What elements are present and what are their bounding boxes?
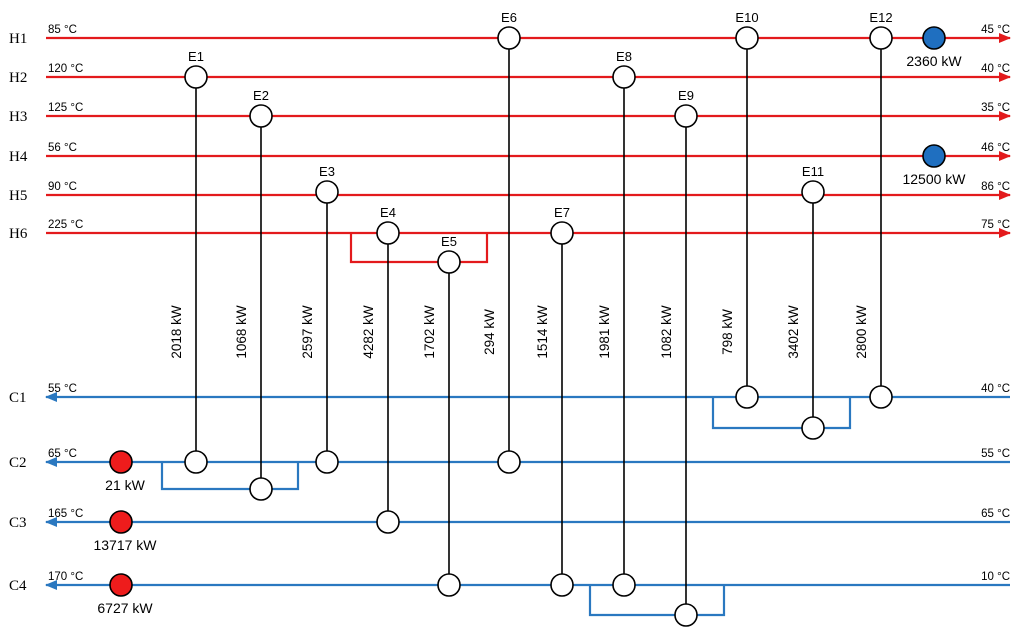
- exchanger-duty-e1: 2018 kW: [169, 305, 184, 359]
- heater-c4: [109, 573, 133, 597]
- heater-c3: [109, 510, 133, 534]
- exchanger-e2-hot-side: [249, 104, 273, 128]
- hot-outlet-temp: 46 °C: [981, 142, 1010, 154]
- utilities: [109, 26, 946, 597]
- exchanger-e1-hot-side: [184, 65, 208, 89]
- exchanger-label-e4: E4: [380, 205, 396, 220]
- stream-label-h2: H2: [9, 70, 27, 86]
- exchanger-e2-cold-side: [249, 477, 273, 501]
- split-branches: [160, 233, 852, 617]
- exchanger-e8-cold-side: [612, 573, 636, 597]
- exchanger-label-e5: E5: [441, 234, 457, 249]
- exchanger-duty-e9: 1082 kW: [659, 305, 674, 359]
- exchanger-duty-e10: 798 kW: [720, 309, 735, 355]
- exchanger-e4-cold-side: [376, 510, 400, 534]
- exchanger-e3-cold-side: [315, 450, 339, 474]
- exchanger-duty-e4: 4282 kW: [361, 305, 376, 359]
- exchanger-e5-hot-side: [437, 250, 461, 274]
- cold-inlet-temp: 40 °C: [981, 383, 1010, 395]
- hot-inlet-temp: 125 °C: [48, 102, 83, 114]
- exchanger-e8-hot-side: [612, 65, 636, 89]
- exchanger-e4-hot-side: [376, 221, 400, 245]
- hot-inlet-temp: 56 °C: [48, 142, 77, 154]
- heater-c2: [109, 450, 133, 474]
- exchanger-duty-e3: 2597 kW: [300, 305, 315, 359]
- exchangers: [184, 26, 893, 627]
- stream-label-c3: C3: [9, 515, 27, 531]
- stream-label-h1: H1: [9, 31, 27, 47]
- exchanger-e10-hot-side: [735, 26, 759, 50]
- exchanger-e12-hot-side: [869, 26, 893, 50]
- heater-duty-c2: 21 kW: [105, 477, 145, 493]
- exchanger-duty-e11: 3402 kW: [786, 305, 801, 359]
- cooler-h4: [922, 144, 946, 168]
- exchanger-e12-cold-side: [869, 385, 893, 409]
- exchanger-e7-cold-side: [550, 573, 574, 597]
- labels: H1 85 °C 45 °C H2 120 °C 40 °C H3 125 °C 35 °C H4…: [9, 10, 1010, 616]
- stream-label-h3: H3: [9, 109, 27, 125]
- exchanger-connectors: [195, 38, 882, 615]
- exchanger-e6-cold-side: [497, 450, 521, 474]
- cold-split-branch-3: [711, 397, 852, 430]
- exchanger-e1-cold-side: [184, 450, 208, 474]
- exchanger-e10-cold-side: [735, 385, 759, 409]
- cold-outlet-temp: 165 °C: [48, 508, 83, 520]
- exchanger-e3-hot-side: [315, 180, 339, 204]
- exchanger-duty-e5: 1702 kW: [422, 305, 437, 359]
- exchanger-label-e11: E11: [802, 164, 824, 179]
- hot-outlet-temp: 40 °C: [981, 63, 1010, 75]
- stream-label-h4: H4: [9, 149, 28, 165]
- exchanger-label-e8: E8: [616, 49, 632, 64]
- exchanger-duty-e8: 1981 kW: [597, 305, 612, 359]
- cold-inlet-temp: 10 °C: [981, 571, 1010, 583]
- exchanger-duty-e7: 1514 kW: [535, 305, 550, 359]
- exchanger-e11-cold-side: [801, 416, 825, 440]
- exchanger-e9-cold-side: [674, 603, 698, 627]
- hot-inlet-temp: 85 °C: [48, 24, 77, 36]
- exchanger-e6-hot-side: [497, 26, 521, 50]
- stream-label-c1: C1: [9, 390, 27, 406]
- hot-outlet-temp: 75 °C: [981, 219, 1010, 231]
- exchanger-duty-e6: 294 kW: [482, 309, 497, 355]
- cooler-duty-h1: 2360 kW: [906, 53, 962, 69]
- exchanger-label-e3: E3: [319, 164, 335, 179]
- exchanger-duty-e2: 1068 kW: [234, 305, 249, 359]
- hot-inlet-temp: 90 °C: [48, 181, 77, 193]
- exchanger-e11-hot-side: [801, 180, 825, 204]
- exchanger-label-e12: E12: [869, 10, 892, 25]
- stream-label-h6: H6: [9, 226, 28, 242]
- hot-outlet-temp: 45 °C: [981, 24, 1010, 36]
- exchanger-e5-cold-side: [437, 573, 461, 597]
- hot-split-branch-1: [349, 233, 489, 264]
- stream-label-c4: C4: [9, 578, 27, 594]
- cold-inlet-temp: 55 °C: [981, 448, 1010, 460]
- hot-outlet-temp: 35 °C: [981, 102, 1010, 114]
- exchanger-label-e10: E10: [735, 10, 758, 25]
- exchanger-e9-hot-side: [674, 104, 698, 128]
- cold-split-branch-2: [160, 462, 300, 491]
- exchanger-label-e2: E2: [253, 88, 269, 103]
- exchanger-e7-hot-side: [550, 221, 574, 245]
- hot-outlet-temp: 86 °C: [981, 181, 1010, 193]
- heater-duty-c4: 6727 kW: [97, 600, 153, 616]
- exchanger-label-e6: E6: [501, 10, 517, 25]
- cold-outlet-temp: 55 °C: [48, 383, 77, 395]
- cold-split-branch-4: [588, 585, 726, 617]
- cold-outlet-temp: 170 °C: [48, 571, 83, 583]
- exchanger-duty-e12: 2800 kW: [854, 305, 869, 359]
- exchanger-label-e1: E1: [188, 49, 204, 64]
- cold-inlet-temp: 65 °C: [981, 508, 1010, 520]
- cooler-h1: [922, 26, 946, 50]
- stream-label-c2: C2: [9, 455, 27, 471]
- hot-inlet-temp: 225 °C: [48, 219, 83, 231]
- cooler-duty-h4: 12500 kW: [902, 171, 966, 187]
- hot-inlet-temp: 120 °C: [48, 63, 83, 75]
- cold-outlet-temp: 65 °C: [48, 448, 77, 460]
- heater-duty-c3: 13717 kW: [93, 537, 157, 553]
- stream-label-h5: H5: [9, 188, 27, 204]
- exchanger-label-e9: E9: [678, 88, 694, 103]
- exchanger-label-e7: E7: [554, 205, 570, 220]
